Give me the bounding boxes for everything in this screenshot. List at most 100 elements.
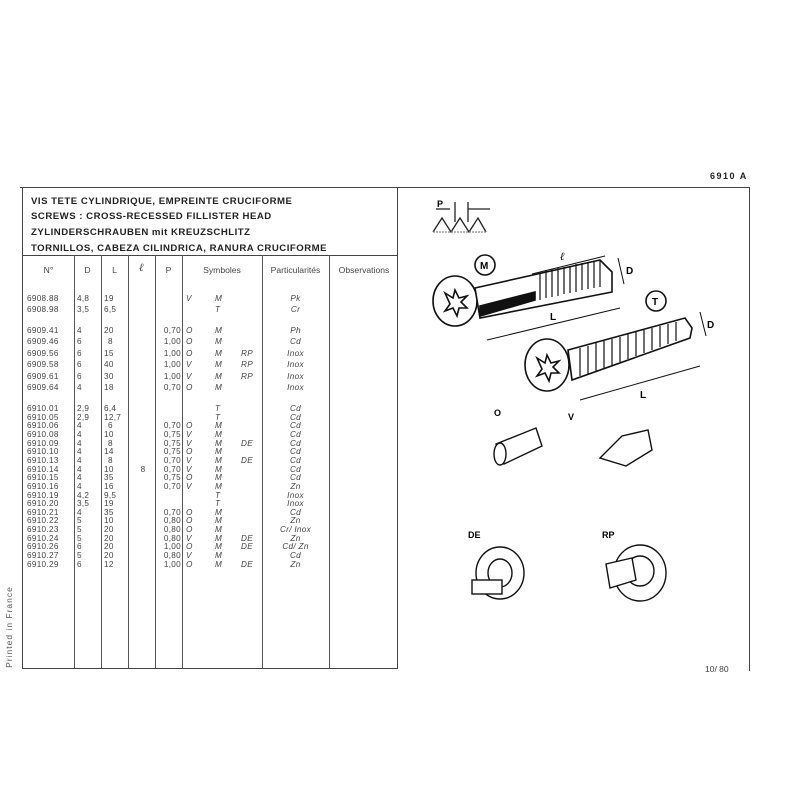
- header-p: P: [165, 265, 172, 275]
- cell-l: 12,7: [104, 412, 122, 422]
- cell-d: 5: [77, 525, 82, 535]
- cell-end-type: O: [186, 447, 193, 457]
- cell-p: 0,70: [163, 383, 181, 392]
- cell-thread-type: M: [215, 559, 223, 569]
- cell-number: 6910.09: [27, 438, 59, 448]
- diameter-label-m: D: [626, 266, 633, 277]
- cell-ell: 8: [140, 464, 146, 474]
- cell-l: 6,5: [104, 305, 117, 315]
- cell-l: 40: [104, 360, 114, 370]
- cell-d: 2,9: [77, 404, 90, 413]
- serrated-washer-icon: [471, 546, 525, 600]
- cell-l: 20: [104, 533, 114, 543]
- header-particulars: Particularités: [270, 265, 321, 275]
- cell-number: 6908.98: [27, 305, 59, 315]
- cell-p: 0,70: [163, 326, 181, 335]
- cell-thread-type: M: [215, 429, 223, 439]
- cell-washer: DE: [241, 438, 253, 448]
- cell-number: 6910.05: [27, 412, 59, 422]
- title-en: SCREWS : CROSS-RECESSED FILLISTER HEAD: [31, 211, 272, 222]
- cell-l: 10: [104, 516, 114, 526]
- column-divider: [155, 255, 156, 668]
- cell-finish: Cd/ Zn: [282, 542, 309, 552]
- cell-thread-type: M: [215, 383, 223, 392]
- cell-number: 6910.19: [27, 490, 59, 500]
- cell-finish: Inox: [287, 383, 304, 392]
- cell-l: 12: [104, 559, 114, 569]
- thread-length-label: ℓ: [560, 251, 565, 263]
- cell-p: 1,00: [163, 542, 181, 552]
- cell-number: 6910.26: [27, 542, 59, 552]
- cell-end-type: O: [186, 473, 193, 483]
- cell-number: 6910.20: [27, 499, 59, 509]
- cell-thread-type: M: [215, 473, 223, 483]
- cell-thread-type: M: [215, 337, 223, 347]
- cell-washer: RP: [241, 348, 253, 358]
- column-divider: [74, 255, 75, 668]
- cell-l: 8: [108, 455, 113, 465]
- variant-v-label: V: [568, 412, 574, 422]
- cell-thread-type: M: [215, 447, 223, 457]
- title-de: ZYLINDERSCHRAUBEN mit KREUZSCHLITZ: [31, 227, 251, 238]
- cell-thread-type: M: [215, 542, 223, 552]
- header-no: N°: [43, 265, 54, 275]
- cell-d: 6: [77, 371, 82, 381]
- title-divider: [23, 255, 397, 256]
- cell-finish: Inox: [287, 360, 304, 370]
- cell-number: 6910.24: [27, 533, 59, 543]
- cell-d: 6: [77, 337, 82, 347]
- cell-number: 6909.56: [27, 348, 59, 358]
- cell-finish: Cd: [289, 412, 302, 422]
- cell-finish: Zn: [290, 516, 301, 526]
- column-divider: [262, 255, 263, 668]
- cell-d: 4: [77, 447, 82, 457]
- cell-washer: DE: [241, 455, 253, 465]
- cell-end-type: V: [186, 429, 192, 439]
- cell-finish: Cd: [289, 473, 302, 483]
- header-d: D: [84, 265, 91, 275]
- cell-finish: Cd: [289, 551, 302, 561]
- cell-d: 6: [77, 360, 82, 370]
- column-divider: [128, 255, 129, 668]
- cell-d: 5: [77, 533, 82, 543]
- cell-finish: Cd: [289, 464, 302, 474]
- cell-p: 0,70: [163, 455, 181, 465]
- page-frame: [20, 187, 750, 671]
- cell-d: 4: [77, 421, 82, 431]
- title-es: TORNILLOS, CABEZA CILINDRICA, RANURA CRU…: [31, 243, 328, 254]
- tapping-thread-label: T: [652, 297, 658, 308]
- cell-d: 4,2: [77, 490, 90, 500]
- cell-finish: Cd: [289, 421, 302, 431]
- cell-p: 0,70: [163, 464, 181, 474]
- cell-number: 6910.08: [27, 429, 59, 439]
- cell-thread-type: T: [215, 305, 221, 315]
- cell-l: 6: [108, 421, 113, 431]
- cell-d: 5: [77, 516, 82, 526]
- cell-l: 35: [104, 507, 114, 517]
- cell-thread-type: M: [215, 551, 223, 561]
- cell-finish: Cd: [289, 455, 302, 465]
- cell-l: 35: [104, 473, 114, 483]
- cell-end-type: O: [186, 516, 193, 526]
- variant-rp-label: RP: [602, 530, 615, 540]
- cell-number: 6910.13: [27, 455, 59, 465]
- cell-l: 6,4: [104, 404, 117, 413]
- diameter-label-t: D: [707, 320, 714, 331]
- cell-l: 20: [104, 326, 114, 335]
- cell-finish: Zn: [290, 481, 301, 491]
- cell-l: 8: [108, 337, 113, 347]
- cell-finish: Zn: [290, 559, 301, 569]
- length-label-t: L: [640, 390, 646, 401]
- cell-d: 3,5: [77, 305, 90, 315]
- column-divider: [101, 255, 102, 668]
- captive-washer-icon: [605, 544, 667, 602]
- cell-d: 6: [77, 559, 82, 569]
- cell-l: 14: [104, 447, 114, 457]
- page-number: 10/ 80: [705, 664, 729, 674]
- cell-thread-type: T: [215, 404, 221, 413]
- cell-end-type: V: [186, 464, 192, 474]
- cell-finish: Cd: [289, 438, 302, 448]
- cell-l: 16: [104, 481, 114, 491]
- cell-washer: DE: [241, 542, 253, 552]
- header-ell: ℓ: [139, 262, 144, 274]
